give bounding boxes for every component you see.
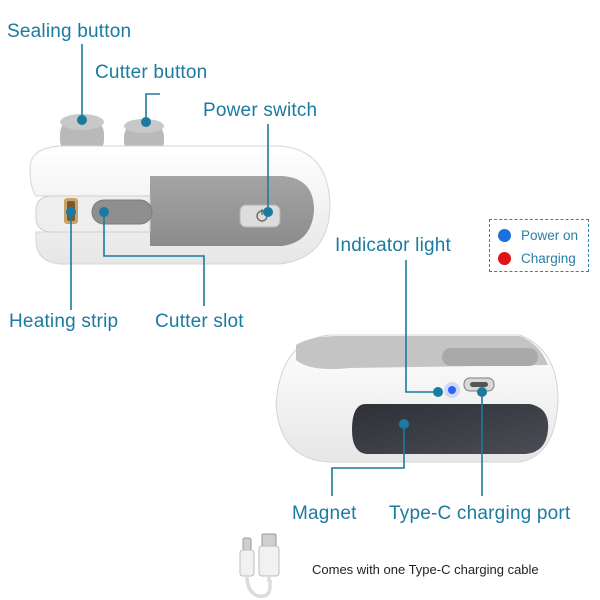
legend-label: Charging <box>521 250 576 266</box>
callout-dot-heating <box>66 207 76 217</box>
callout-slot <box>103 212 205 306</box>
magnet-panel <box>352 404 549 454</box>
cutter-slot <box>91 199 153 225</box>
red-dot-icon <box>498 251 511 265</box>
callout-dot-indicator <box>433 387 443 397</box>
callout-dot-cutter <box>141 117 151 127</box>
sealer-rear-view <box>275 334 559 463</box>
callout-cutter <box>145 93 160 122</box>
callout-magnet <box>331 424 405 496</box>
callout-indicator <box>405 260 438 393</box>
label-indicator-light: Indicator light <box>335 235 452 256</box>
label-cutter-slot: Cutter slot <box>155 311 244 332</box>
callout-dot-magnet <box>399 419 409 429</box>
legend-item-power-on: Power on <box>498 226 578 244</box>
label-power-switch: Power switch <box>203 100 318 121</box>
typec-cable-icon <box>239 533 280 599</box>
indicator-legend: Power on Charging <box>489 219 589 272</box>
legend-item-charging: Charging <box>498 249 576 267</box>
cable-note: Comes with one Type-C charging cable <box>312 562 539 577</box>
callouts <box>70 44 483 496</box>
label-sealing-button: Sealing button <box>7 21 132 42</box>
callout-dot-typec <box>477 387 487 397</box>
label-typec-port: Type-C charging port <box>389 503 571 524</box>
indicator-light <box>448 386 456 394</box>
sealer-grey-panel <box>150 176 314 246</box>
sealer-side-view <box>29 114 331 265</box>
callout-dot-power <box>263 207 273 217</box>
power-switch[interactable] <box>239 204 281 228</box>
callout-dot-sealing <box>77 115 87 125</box>
callout-dot-slot <box>99 207 109 217</box>
label-heating-strip: Heating strip <box>9 311 119 332</box>
label-magnet: Magnet <box>292 503 357 524</box>
blue-dot-icon <box>498 228 511 242</box>
label-cutter-button: Cutter button <box>95 62 208 83</box>
legend-label: Power on <box>521 227 579 243</box>
